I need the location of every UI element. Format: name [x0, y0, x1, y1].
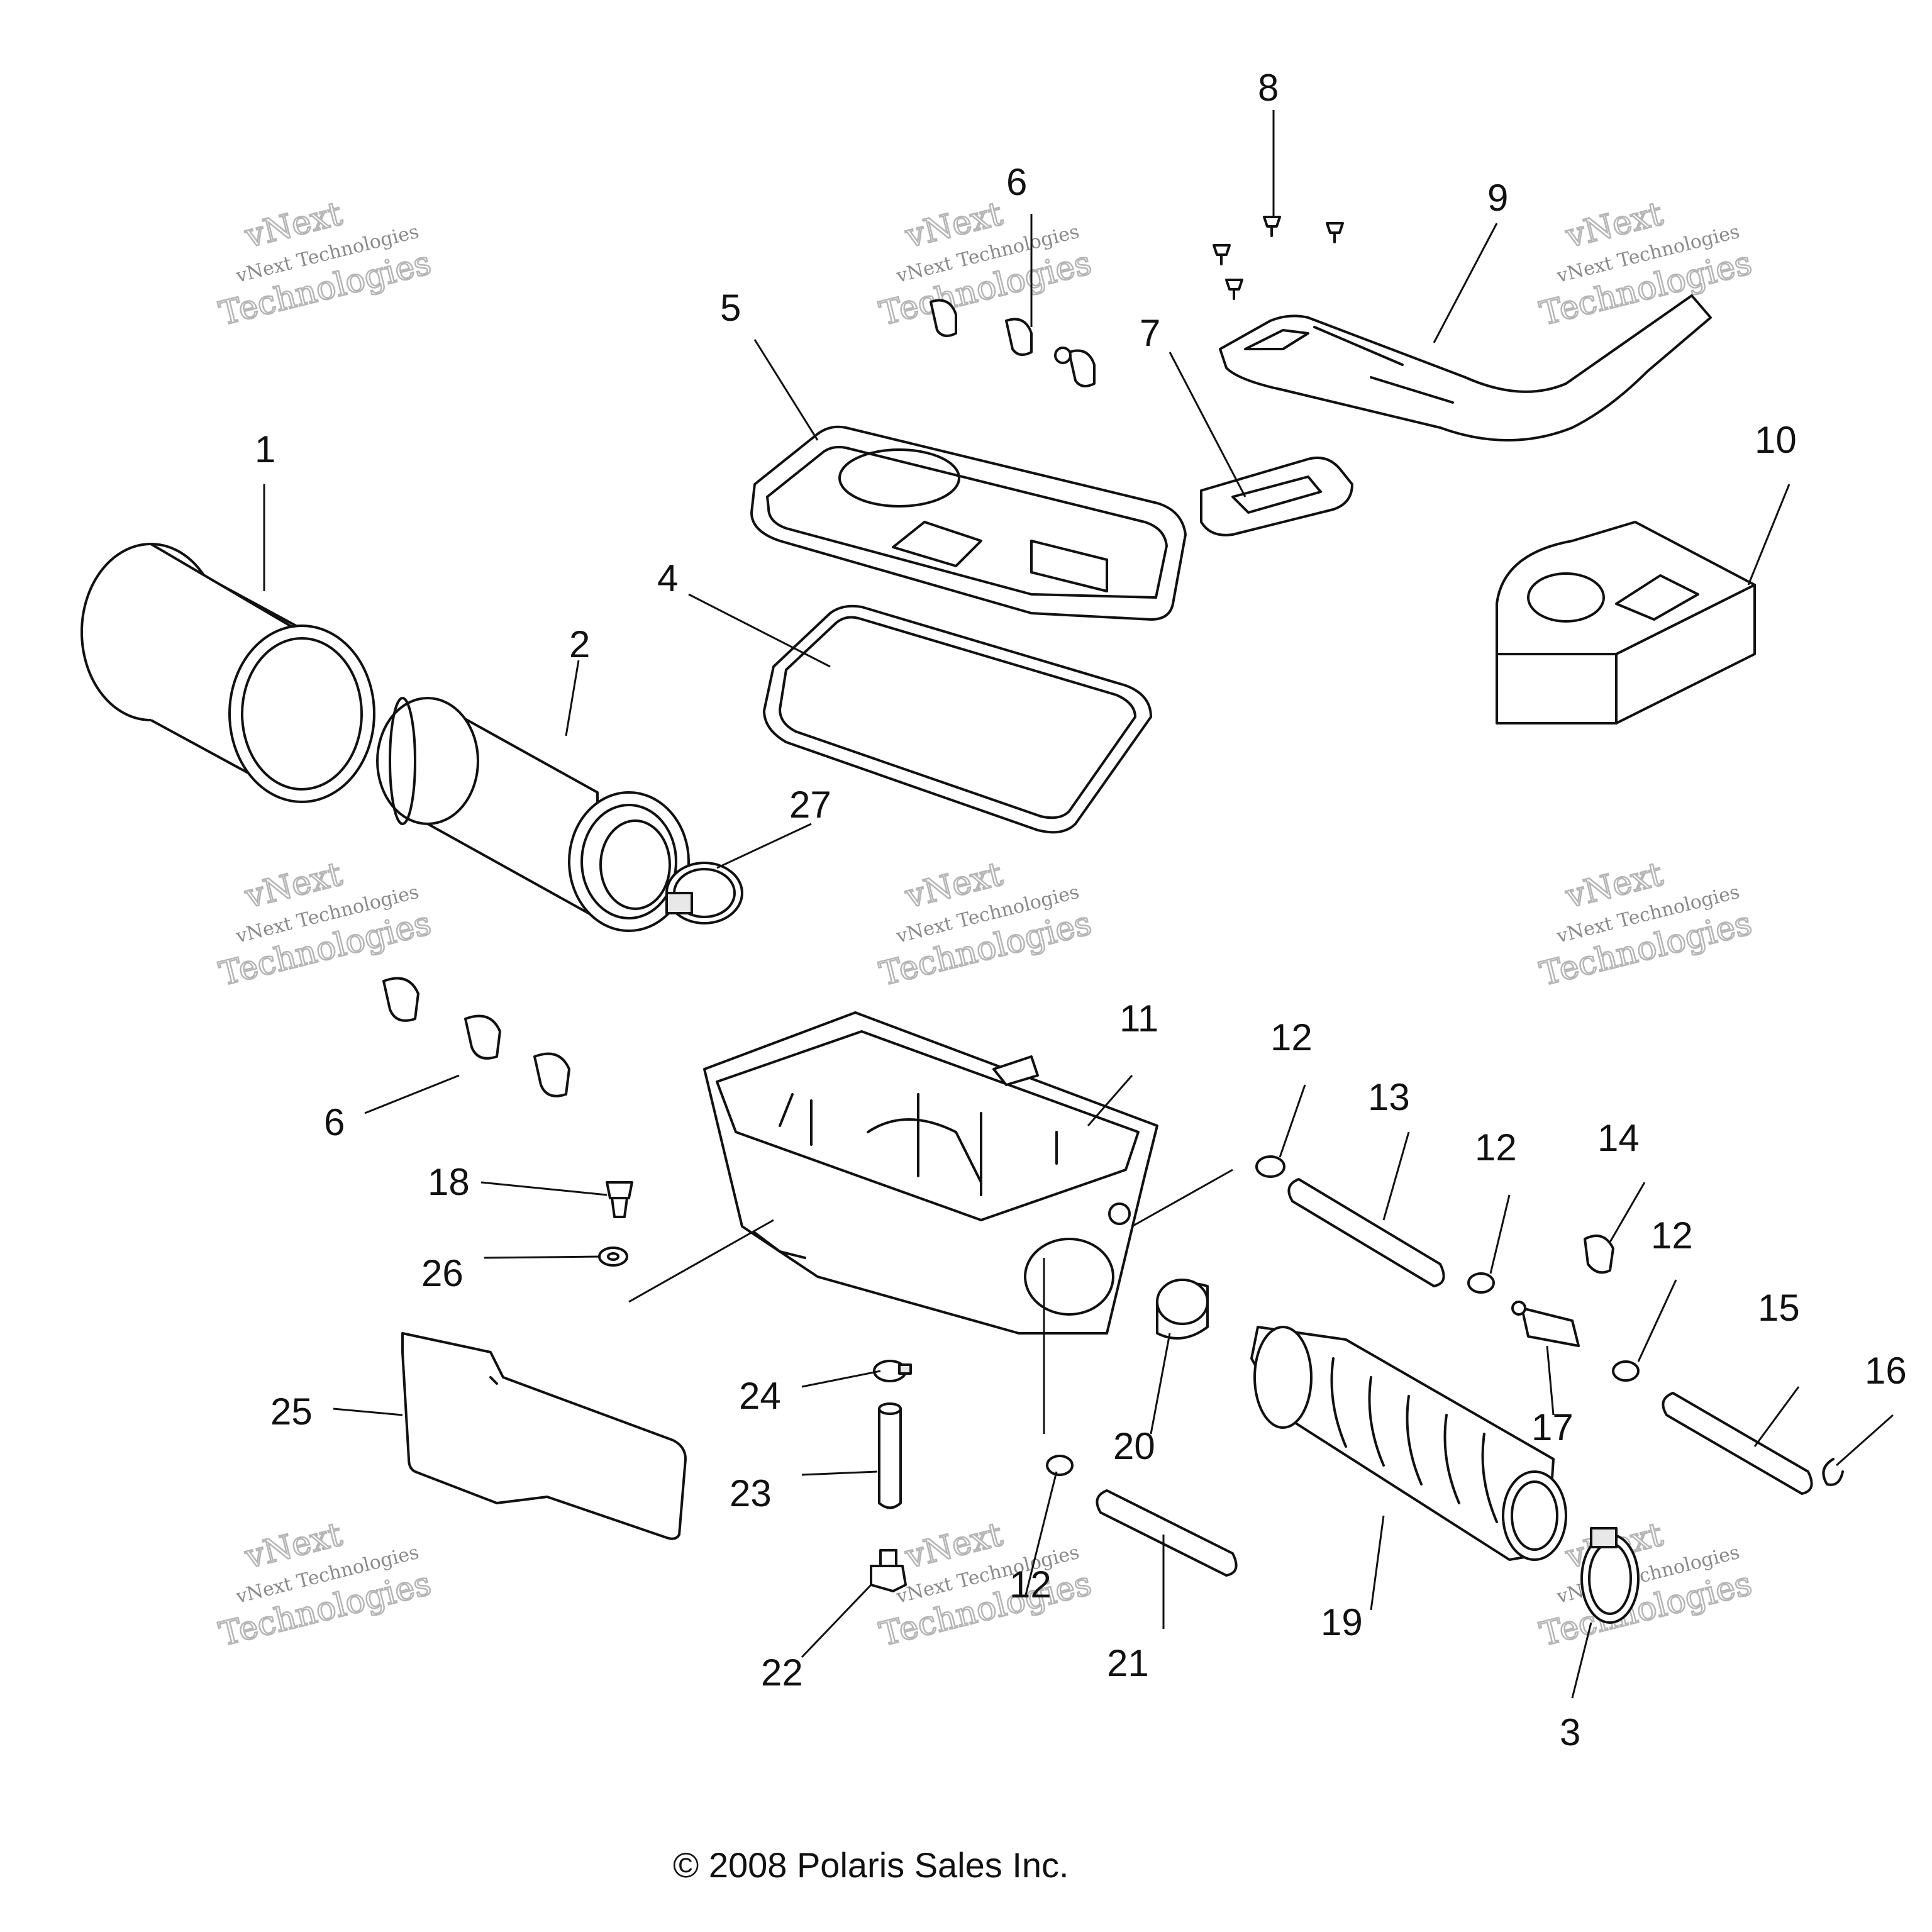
part-20-ring: [1156, 1279, 1209, 1340]
label-part-25: 25: [270, 1391, 313, 1433]
label-part-21: 21: [1107, 1642, 1149, 1684]
part-26-washer: [598, 1246, 628, 1267]
label-part-17: 17: [1531, 1406, 1574, 1448]
part-10-foam-block: [1496, 521, 1756, 724]
part-21-tube: [1096, 1489, 1238, 1577]
part-19-bellows: [1250, 1326, 1567, 1561]
label-part-9: 9: [1487, 177, 1508, 219]
part-6-clips-top: [930, 299, 1096, 387]
label-part-12-d: 12: [1009, 1563, 1052, 1606]
label-part-15: 15: [1758, 1287, 1800, 1329]
label-part-27: 27: [789, 784, 831, 826]
part-13-tube: [1287, 1178, 1445, 1287]
label-part-16: 16: [1865, 1350, 1907, 1392]
part-22-valve: [870, 1549, 907, 1592]
label-part-7: 7: [1140, 312, 1160, 354]
label-part-20: 20: [1113, 1425, 1155, 1467]
part-5-airbox-cover: [750, 425, 1187, 621]
copyright-text: © 2008 Polaris Sales Inc.: [673, 1845, 1069, 1885]
watermark: vNext vNext Technologies Technologies: [215, 194, 436, 334]
label-part-10: 10: [1755, 419, 1797, 461]
part-24-clamp: [873, 1360, 912, 1382]
label-part-26: 26: [421, 1252, 464, 1294]
part-2-air-filter: [376, 697, 690, 932]
part-17-fitting: [1511, 1301, 1580, 1347]
part-25-panel: [401, 1332, 687, 1540]
watermark: vNext vNext Technologies Technologies: [875, 194, 1096, 334]
label-part-12-c: 12: [1651, 1214, 1693, 1257]
label-part-24: 24: [739, 1375, 781, 1417]
part-12-clamps: [1046, 1155, 1640, 1476]
label-part-19: 19: [1321, 1601, 1363, 1643]
watermark: vNext vNext Technologies Technologies: [875, 855, 1096, 994]
label-part-5: 5: [720, 287, 741, 329]
part-6-clips-lower: [382, 977, 570, 1097]
part-15-tube: [1662, 1392, 1813, 1495]
label-part-6-lower: 6: [324, 1101, 345, 1143]
label-part-6: 6: [1006, 161, 1027, 203]
label-part-23: 23: [730, 1472, 772, 1514]
label-part-4: 4: [657, 557, 678, 599]
part-16-clip: [1822, 1458, 1844, 1486]
part-18-bolt: [606, 1181, 633, 1218]
part-8-screws: [1213, 216, 1344, 300]
part-labels: 1 2 4 5 6 6 7 8 9 10 11 12 12 12 12 13 1…: [255, 67, 1907, 1753]
part-4-gasket: [763, 604, 1152, 834]
label-part-12-b: 12: [1475, 1126, 1517, 1169]
label-part-3: 3: [1560, 1711, 1580, 1753]
part-14-bracket: [1584, 1235, 1614, 1274]
watermark: vNext vNext Technologies Technologies: [215, 855, 436, 994]
watermark: vNext vNext Technologies Technologies: [1536, 194, 1757, 334]
watermark: vNext vNext Technologies Technologies: [1536, 855, 1757, 994]
label-part-12-a: 12: [1270, 1016, 1313, 1058]
part-23-tube: [878, 1402, 902, 1509]
label-part-11: 11: [1119, 997, 1158, 1040]
label-part-1: 1: [255, 428, 275, 470]
part-7-grommet: [1200, 456, 1353, 536]
label-part-22: 22: [761, 1652, 803, 1694]
part-9-intake-duct: [1219, 294, 1712, 441]
part-27-clamp: [665, 862, 743, 924]
part-11-airbox-base: [703, 1011, 1158, 1335]
part-3-clamp: [1580, 1527, 1640, 1624]
leader-lines: [263, 110, 1894, 1699]
label-part-13: 13: [1368, 1076, 1410, 1118]
label-part-2: 2: [569, 623, 590, 665]
label-part-8: 8: [1258, 67, 1279, 109]
label-part-14: 14: [1597, 1117, 1640, 1159]
watermark: vNext vNext Technologies Technologies: [215, 1515, 436, 1655]
label-part-18: 18: [428, 1161, 470, 1203]
part-1-prefilter: [80, 543, 375, 803]
